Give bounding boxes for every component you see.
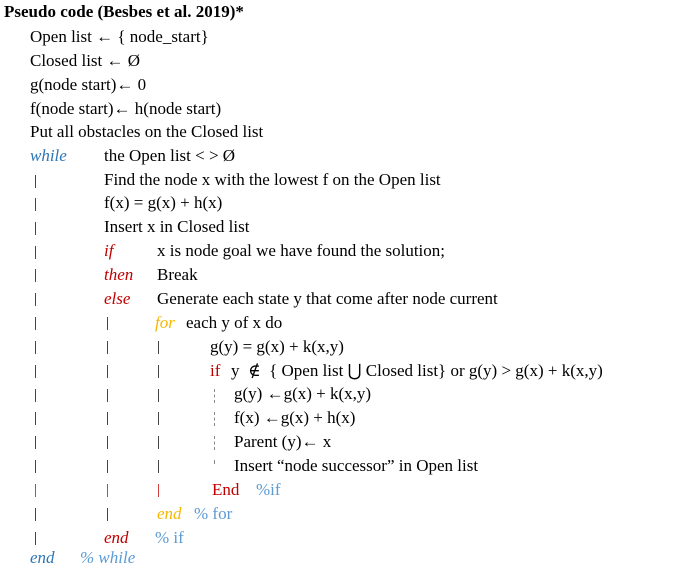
obstacles-line: Put all obstacles on the Closed list [30, 122, 264, 141]
guide-dash-3 [214, 436, 216, 450]
bar-l1-7: | [34, 315, 38, 331]
bar-l2-4: | [106, 387, 110, 403]
end-while-comment: % while [80, 548, 136, 567]
parent-line: Parent (y)← x [234, 432, 332, 451]
bar-l1-10: | [34, 387, 38, 403]
gy-assign-line: g(y) ←g(x) + k(x,y) [234, 384, 372, 403]
g-init: g(node start)← 0 [30, 75, 147, 94]
closed-list-init: Closed list ← Ø [30, 51, 141, 70]
then-body: Break [157, 265, 198, 284]
if-condition: x is node goal we have found the solutio… [157, 241, 446, 260]
bar-l1-16: | [34, 530, 38, 546]
end-if-inner-keyword: End [212, 480, 240, 499]
end-for-keyword: end [157, 504, 182, 523]
bar-l3-7: | [157, 482, 161, 498]
bar-l3-6: | [157, 458, 161, 474]
for-body: each y of x do [186, 313, 283, 332]
bar-l1-11: | [34, 410, 38, 426]
guide-dash-4 [214, 460, 216, 464]
end-if-inner-comment: %if [256, 480, 281, 499]
if-keyword: if [104, 241, 114, 260]
bar-l3-5: | [157, 434, 161, 450]
bar-l1-5: | [34, 267, 38, 283]
bar-l1-15: | [34, 506, 38, 522]
f-init: f(node start)← h(node start) [30, 99, 222, 118]
bar-l1-13: | [34, 458, 38, 474]
bar-l3-4: | [157, 410, 161, 426]
find-node-line: Find the node x with the lowest f on the… [104, 170, 441, 189]
page-title: Pseudo code (Besbes et al. 2019)* [4, 2, 244, 21]
for-keyword: for [155, 313, 175, 332]
bar-l2-5: | [106, 410, 110, 426]
bar-l1-3: | [34, 220, 38, 236]
bar-l1-8: | [34, 339, 38, 355]
end-if-keyword: end [104, 528, 129, 547]
while-condition: the Open list < > Ø [104, 146, 236, 165]
bar-l2-7: | [106, 458, 110, 474]
end-while-keyword: end [30, 548, 55, 567]
guide-dash-1 [214, 389, 216, 403]
inner-if-keyword: if [210, 361, 221, 380]
inner-if-condition: y ∉ { Open list ⋃ Closed list} or g(y) >… [231, 361, 603, 380]
bar-l2-3: | [106, 363, 110, 379]
open-list-init: Open list ← { node_start} [30, 27, 209, 46]
bar-l2-9: | [106, 506, 110, 522]
bar-l2-2: | [106, 339, 110, 355]
end-if-comment: % if [155, 528, 184, 547]
insert-open-line: Insert “node successor” in Open list [234, 456, 479, 475]
bar-l3-1: | [157, 339, 161, 355]
while-keyword: while [30, 146, 67, 165]
gy-line: g(y) = g(x) + k(x,y) [210, 337, 344, 356]
guide-dash-2 [214, 412, 216, 426]
bar-l3-2: | [157, 363, 161, 379]
bar-l1-6: | [34, 291, 38, 307]
bar-l1-4: | [34, 244, 38, 260]
bar-l1-1: | [34, 173, 38, 189]
else-keyword: else [104, 289, 131, 308]
end-for-comment: % for [194, 504, 233, 523]
bar-l1-2: | [34, 196, 38, 212]
insert-closed-line: Insert x in Closed list [104, 217, 250, 236]
bar-l2-8: | [106, 482, 110, 498]
bar-l3-3: | [157, 387, 161, 403]
else-body: Generate each state y that come after no… [157, 289, 498, 308]
then-keyword: then [104, 265, 134, 284]
bar-l1-12: | [34, 434, 38, 450]
bar-l1-14: | [34, 482, 38, 498]
fx-line: f(x) = g(x) + h(x) [104, 193, 223, 212]
bar-l1-9: | [34, 363, 38, 379]
bar-l2-6: | [106, 434, 110, 450]
fx-assign-line: f(x) ←g(x) + h(x) [234, 408, 356, 427]
bar-l2-1: | [106, 315, 110, 331]
